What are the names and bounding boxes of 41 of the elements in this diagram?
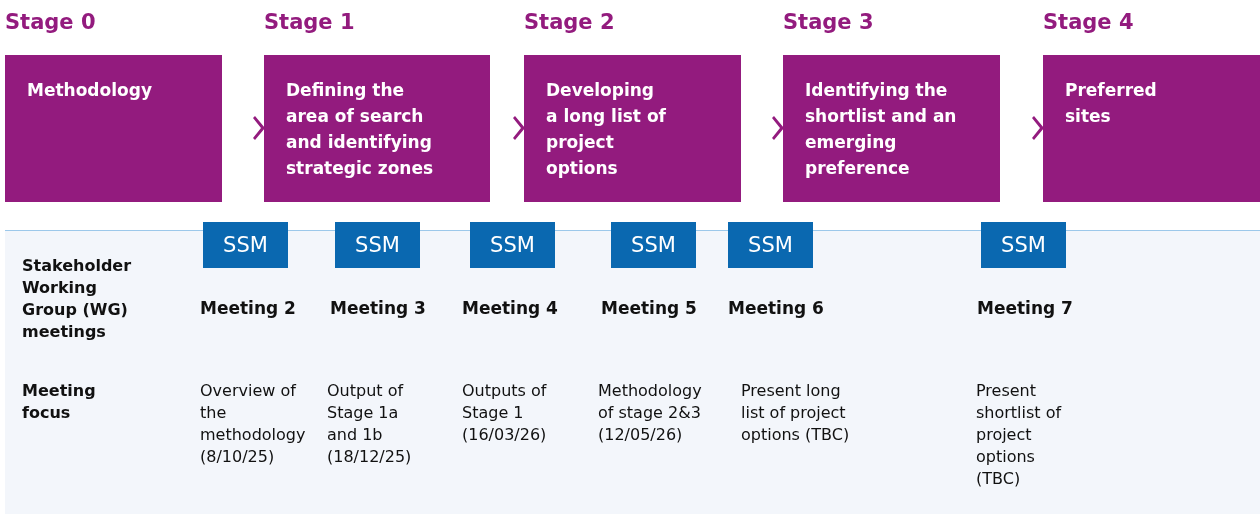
meeting-name: Meeting 2 [200,297,296,319]
meeting-name: Meeting 7 [977,297,1073,319]
tag-text: SSM [490,233,535,257]
meeting-tag [335,222,420,268]
meeting-focus: Output of Stage 1a and 1b (18/12/25) [327,380,413,468]
meeting-focus: Methodology of stage 2&3 (12/05/26) [598,380,703,446]
meeting-name: Meeting 5 [601,297,697,319]
tag-text: SSM [223,233,268,257]
stage-title: Identifying the shortlist and an emerging preference [805,79,958,180]
stage-heading: Stage 0 [5,10,96,34]
stage-block [783,10,1000,202]
meeting-focus: Overview of the methodology (8/10/25) [200,380,307,468]
meeting-tag [611,222,696,268]
stage-heading: Stage 4 [1043,10,1134,34]
stage-heading: Stage 1 [264,10,355,34]
stage-block [264,10,490,202]
stage-block [524,10,741,202]
meeting-tag [728,222,813,268]
meeting-focus: Outputs of Stage 1 (16/03/26) [462,380,548,446]
stage-title: Preferred sites [1065,79,1158,128]
stage-block [5,10,222,202]
meeting-name: Meeting 3 [330,297,426,319]
meeting-tag [470,222,555,268]
meeting-name: Meeting 4 [462,297,558,319]
tag-text: SSM [355,233,400,257]
stage-heading: Stage 3 [783,10,874,34]
row-heading: Stakeholder Working Group (WG) meetings [22,255,133,343]
tag-text: SSM [1001,233,1046,257]
stage-block [1043,10,1260,202]
stage-title: Methodology [27,79,153,102]
row-heading: Meeting focus [22,380,97,424]
meeting-tag [981,222,1066,268]
meeting-focus: Present shortlist of project options (TBC) [976,380,1063,490]
meeting-focus: Present long list of project options (TBC) [741,380,851,446]
meeting-name: Meeting 6 [728,297,824,319]
stage-title: Defining the area of search and identifying strategic zones [286,79,435,180]
meeting-tag [203,222,288,268]
stage-title: Developing a long list of project options [546,79,666,180]
tag-text: SSM [748,233,793,257]
stage-heading: Stage 2 [524,10,615,34]
tag-text: SSM [631,233,676,257]
